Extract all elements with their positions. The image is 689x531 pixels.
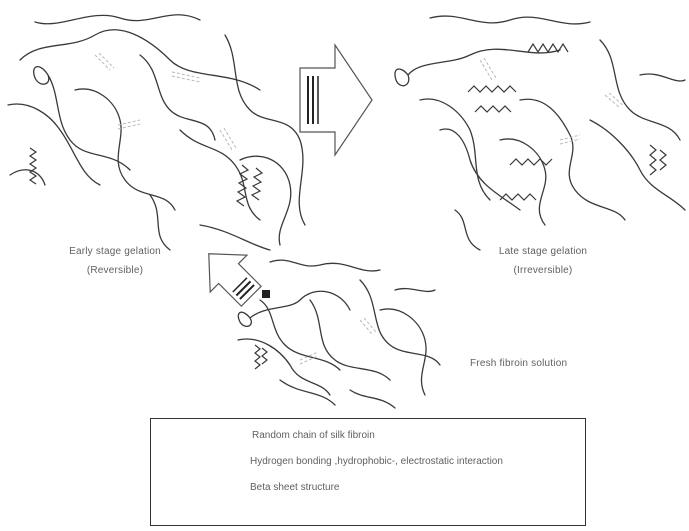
fresh-solution-network: [238, 260, 440, 408]
legend-label-beta-sheet: Beta sheet structure: [250, 482, 340, 493]
late-stage-label: Late stage gelation (Irreversible): [468, 246, 618, 276]
late-stage-title: Late stage gelation: [468, 246, 618, 257]
arrow-fresh-to-early-icon: [190, 235, 269, 314]
early-stage-network: [8, 15, 305, 250]
fresh-solution-label: Fresh fibroin solution: [470, 358, 600, 369]
late-stage-subtitle: (Irreversible): [468, 265, 618, 276]
bullet-mark: [262, 290, 270, 298]
fresh-solution-title: Fresh fibroin solution: [470, 358, 567, 369]
early-stage-title: Early stage gelation: [30, 246, 200, 257]
arrow-early-to-late-icon: [300, 45, 372, 155]
early-stage-subtitle: (Reversible): [30, 265, 200, 276]
legend-label-bond: Hydrogen bonding ,hydrophobic-, electros…: [250, 456, 503, 467]
early-stage-label: Early stage gelation (Reversible): [30, 246, 200, 276]
legend-label-random-chain: Random chain of silk fibroin: [252, 430, 375, 441]
late-stage-network: [395, 16, 685, 250]
